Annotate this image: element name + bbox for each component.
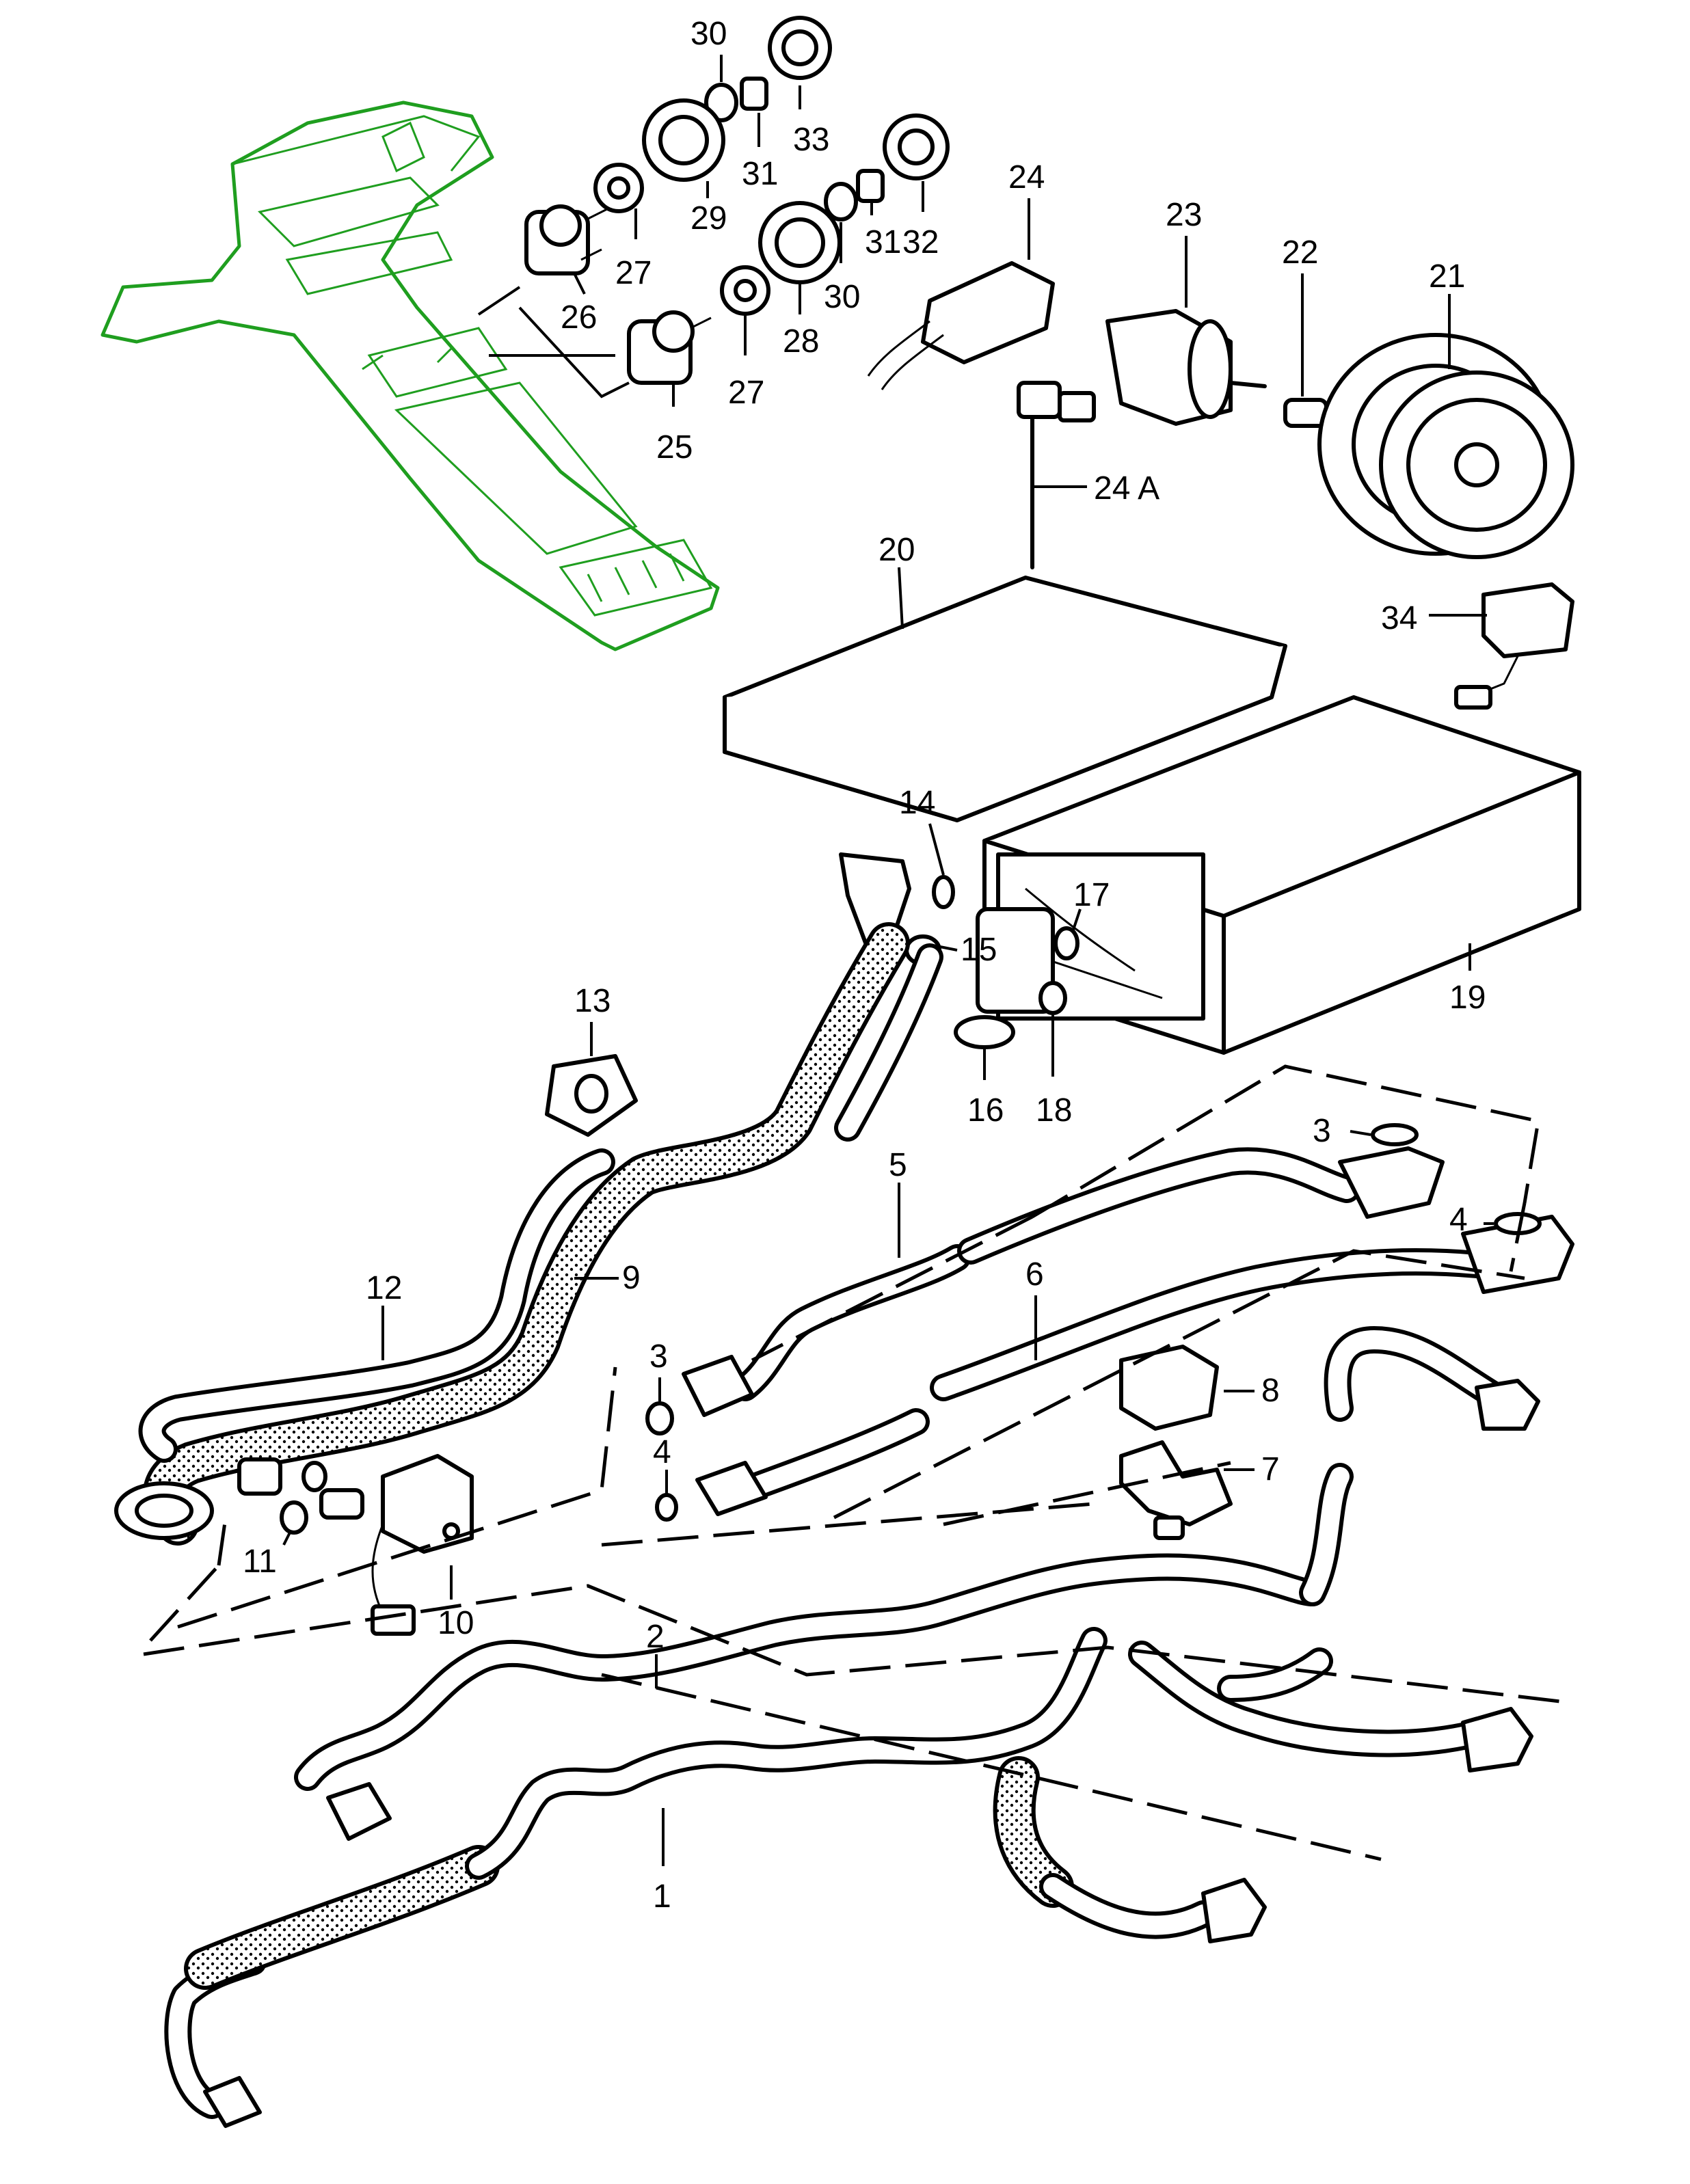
callout-9: 9 — [622, 1260, 641, 1296]
bush-31a — [740, 77, 768, 111]
callout-10: 10 — [438, 1605, 474, 1641]
switch-assembly-26 — [524, 204, 609, 275]
line-2 — [294, 1326, 1540, 1841]
callout-4b: 4 — [653, 1434, 671, 1470]
dashed-outline-evaporator-connections — [751, 1064, 1540, 1362]
relay-24 — [867, 261, 1055, 390]
callout-17: 17 — [1073, 877, 1110, 913]
callout-24a: 24 A — [1094, 470, 1159, 507]
grommet-end — [114, 1481, 214, 1540]
o-ring-3a — [1371, 1123, 1419, 1146]
callout-6: 6 — [1025, 1256, 1044, 1293]
callout-14: 14 — [899, 785, 935, 821]
callout-11: 11 — [243, 1543, 277, 1580]
line-branch — [1128, 1641, 1533, 1772]
callout-31b: 31 — [865, 224, 901, 260]
callout-19: 19 — [1449, 980, 1486, 1016]
o-ring-18 — [1038, 981, 1067, 1015]
callout-30b: 30 — [824, 279, 860, 315]
console-switch-leaders — [477, 286, 630, 399]
sensor-24a — [1017, 381, 1096, 569]
expansion-valve — [954, 907, 1055, 1049]
grommet-13 — [545, 1054, 638, 1137]
callout-3a: 3 — [1313, 1113, 1331, 1149]
callout-18: 18 — [1036, 1092, 1072, 1129]
callout-4a: 4 — [1449, 1202, 1468, 1238]
callout-8: 8 — [1261, 1373, 1280, 1409]
filter-20 — [723, 576, 1287, 822]
callout-labels: 30 33 31 29 27 26 32 31 30 28 27 25 24 2… — [243, 16, 1486, 1915]
callout-21: 21 — [1429, 258, 1465, 295]
leader-lines — [282, 55, 1494, 1866]
washer-30b — [824, 182, 858, 221]
callout-15: 15 — [961, 932, 997, 968]
ring-28 — [758, 201, 842, 284]
callout-2: 2 — [646, 1619, 665, 1655]
resistor-34 — [1454, 582, 1574, 710]
line-6 — [695, 1215, 1574, 1516]
blower-fan-21 — [1317, 333, 1574, 559]
callout-32: 32 — [902, 224, 939, 260]
knob-32 — [883, 113, 950, 180]
callout-28: 28 — [783, 323, 819, 360]
line-1 — [164, 1627, 1267, 2128]
callout-27b: 27 — [728, 375, 764, 411]
callout-22: 22 — [1282, 234, 1318, 271]
dashed-outline-lines — [601, 1249, 1525, 1547]
fitting-11 — [237, 1457, 364, 1520]
callout-16: 16 — [967, 1092, 1004, 1129]
callout-23: 23 — [1166, 197, 1202, 233]
callout-33: 33 — [793, 122, 829, 158]
seal-11 — [280, 1500, 308, 1535]
o-ring-4b — [655, 1493, 678, 1522]
callout-27a: 27 — [615, 255, 652, 291]
callout-1: 1 — [653, 1878, 671, 1915]
callout-13: 13 — [574, 983, 611, 1019]
clamp-7 — [1119, 1440, 1233, 1540]
callout-29: 29 — [690, 200, 727, 237]
callout-7: 7 — [1261, 1451, 1280, 1487]
callout-34: 34 — [1381, 600, 1417, 636]
callout-24: 24 — [1008, 159, 1045, 196]
pressure-hose-12 — [138, 943, 943, 1463]
callout-3b: 3 — [649, 1338, 668, 1375]
o-ring-17 — [1054, 926, 1079, 960]
knob-33 — [768, 16, 832, 80]
clamp-8 — [1119, 1345, 1219, 1431]
callout-20: 20 — [878, 532, 915, 568]
o-ring-3b — [645, 1401, 674, 1435]
callout-12: 12 — [366, 1270, 402, 1306]
dashed-outline-hoses — [177, 1366, 617, 1629]
ring-29 — [642, 98, 725, 182]
ring-27b — [720, 265, 770, 316]
callout-25: 25 — [656, 429, 693, 466]
blower-motor-23 — [1105, 309, 1267, 426]
callout-30a: 30 — [690, 16, 727, 52]
ring-27a — [593, 163, 644, 213]
switch-assembly-25 — [627, 310, 712, 385]
o-ring-14 — [932, 875, 955, 909]
suction-hose-9 — [142, 922, 910, 1546]
callout-26: 26 — [561, 299, 597, 336]
bush-31b — [856, 169, 885, 203]
callout-31a: 31 — [742, 156, 778, 192]
center-console — [100, 100, 720, 651]
dashed-outline-lower — [143, 1564, 1566, 1861]
callout-5: 5 — [889, 1147, 907, 1183]
